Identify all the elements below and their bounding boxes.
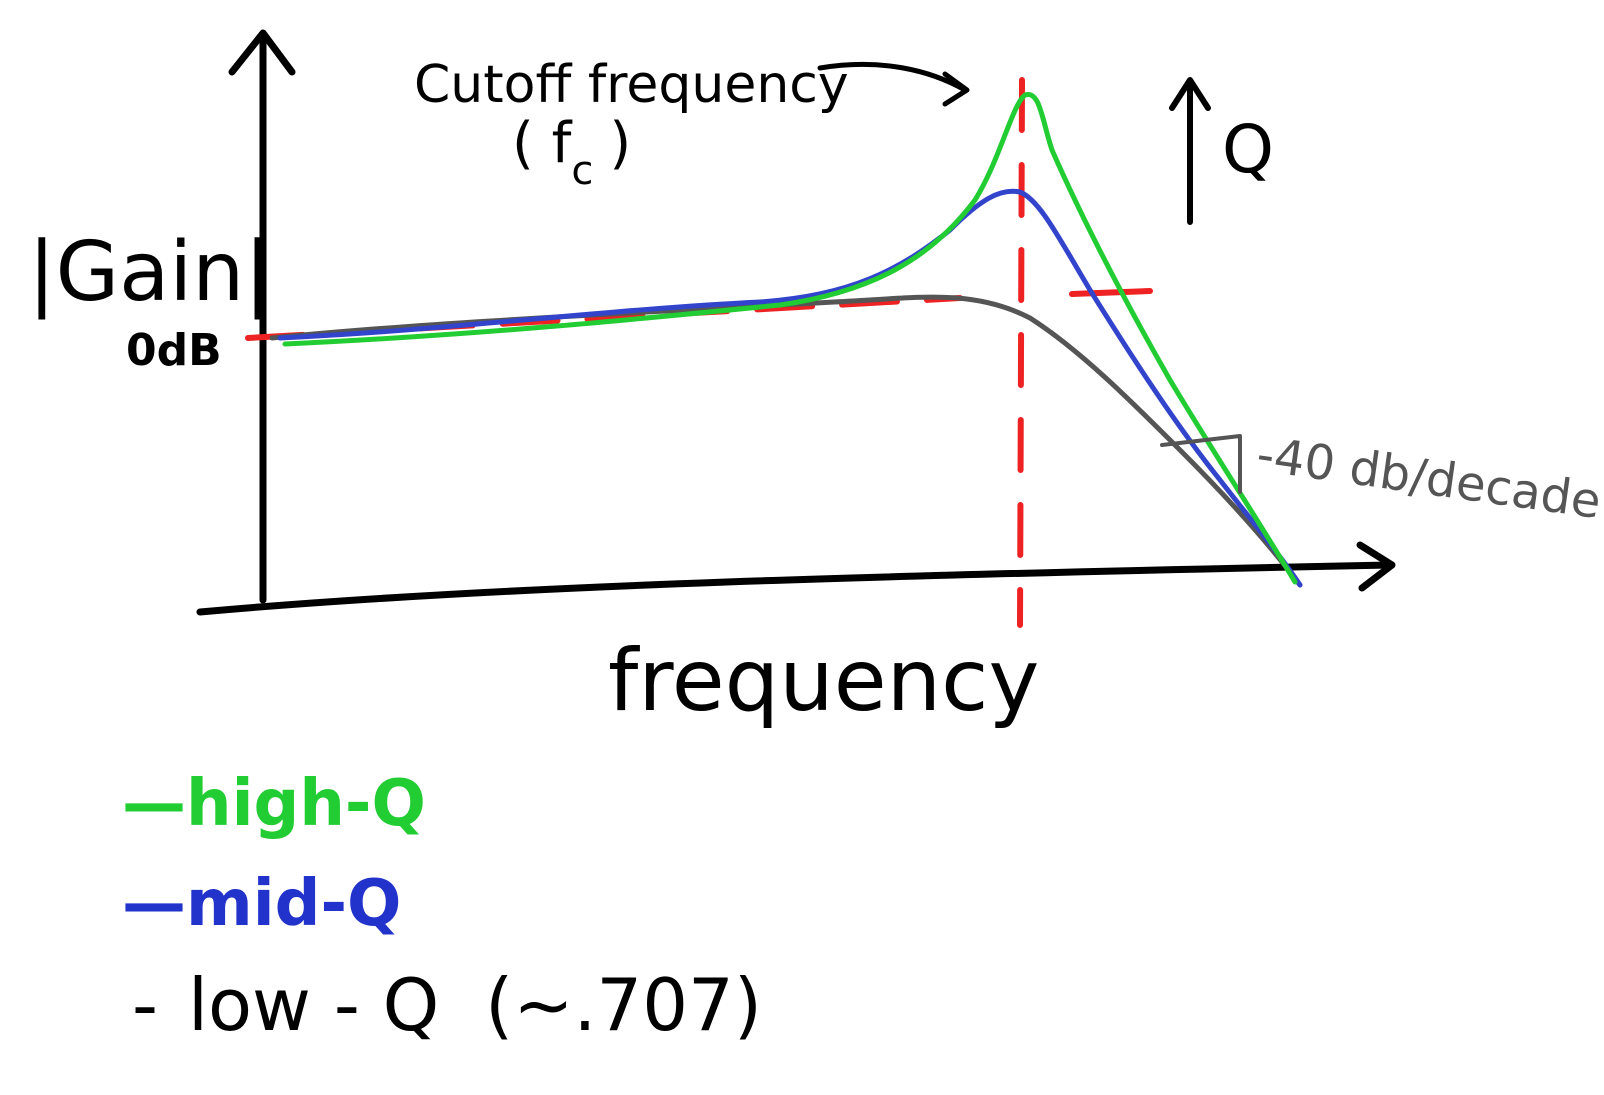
mid-q-curve [277,188,1303,588]
cutoff-vertical-dashed [1017,77,1025,628]
legend-high-q: —high-Q [122,767,426,841]
legend-high-q-label: high-Q [186,767,426,841]
slope-label: -40 db/decade [1253,426,1604,530]
y-axis-line [258,31,267,604]
legend-low-q-label: low - Q (~.707) [188,963,762,1047]
legend-high-q-dash: — [122,767,186,841]
cutoff-close: ) [609,111,631,176]
legend: —high-Q —mid-Q -low - Q (~.707) [122,767,762,1047]
x-axis-label: frequency [608,631,1039,731]
legend-mid-q-dash: — [122,867,186,941]
cutoff-label-line2: ( fc) [512,111,631,194]
response-curves [269,92,1303,588]
legend-low-q-dash: - [132,963,158,1047]
asymptote-lines [245,77,1153,628]
cutoff-f: ( f [512,111,573,176]
x-axis-line [196,561,1394,616]
legend-mid-q: —mid-Q [122,867,401,941]
y-axis-arrowhead [228,29,296,76]
legend-low-q: -low - Q (~.707) [132,963,762,1047]
high-asymptote-dash [1069,288,1153,297]
cutoff-arrowhead [942,71,970,107]
legend-mid-q-label: mid-Q [186,867,401,941]
q-label: Q [1222,111,1274,188]
cutoff-arrow [817,61,968,93]
x-axis-arrowhead [1356,541,1396,592]
slope-bracket [1160,434,1242,494]
high-q-curve [282,92,1298,585]
cutoff-subscript: c [571,148,593,194]
cutoff-label-line1: Cutoff frequency [414,55,849,115]
axes [196,29,1396,616]
q-up-arrow-icon [1169,77,1211,225]
zero-db-label: 0dB [126,325,222,376]
y-axis-label: |Gain| [28,225,272,320]
